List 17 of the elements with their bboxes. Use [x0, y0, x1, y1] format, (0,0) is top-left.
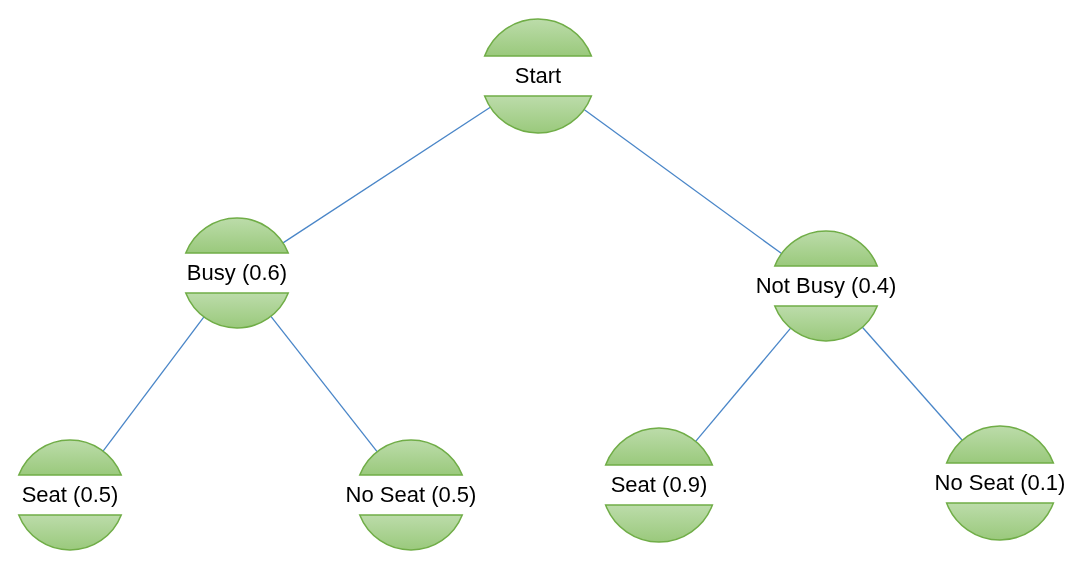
connector-line	[695, 327, 792, 442]
connector-line	[861, 326, 963, 441]
node-label: Not Busy (0.4)	[755, 275, 897, 297]
connector-line	[282, 106, 491, 244]
connector-line	[270, 315, 378, 453]
node-label: Seat (0.5)	[21, 484, 119, 506]
connector-line	[583, 108, 783, 255]
circle-node	[481, 19, 595, 133]
circle-node	[182, 218, 292, 328]
circle-node	[15, 440, 125, 550]
circle-node	[602, 428, 716, 542]
node-label: Busy (0.6)	[186, 262, 288, 284]
node-label: Seat (0.9)	[610, 474, 708, 496]
connector-line	[102, 316, 205, 452]
node-label: No Seat (0.1)	[934, 472, 1066, 494]
node-label: Start	[514, 65, 562, 87]
node-label: No Seat (0.5)	[345, 484, 477, 506]
